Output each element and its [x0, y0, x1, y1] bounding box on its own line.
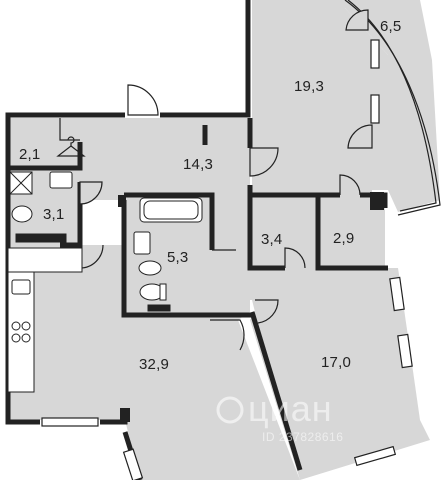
- pillar-b: [370, 192, 384, 210]
- stove-burner-4: [21, 333, 31, 343]
- watermark-id: ID 237828616: [262, 430, 344, 444]
- bathtub-inner: [143, 200, 199, 220]
- wall-bathroom-main-top: [124, 192, 215, 250]
- stove-burner-3: [11, 333, 21, 343]
- fixtures: [7, 171, 203, 393]
- stove-burner-1: [11, 321, 21, 331]
- heater-small: [15, 233, 67, 243]
- doors: [59, 9, 373, 351]
- pillars: [118, 192, 384, 422]
- area-label-bedroom: 17,0: [321, 354, 351, 371]
- toilet-small: [11, 205, 33, 223]
- window-kitchen: [41, 417, 99, 427]
- room-storage-a-floor: [252, 195, 318, 268]
- room-balcony-floor: [345, 0, 440, 212]
- bidet: [138, 260, 162, 276]
- windows: [41, 39, 413, 480]
- area-label-living-top-right: 19,3: [294, 78, 324, 95]
- door-hall-right: [249, 147, 279, 177]
- door-balcony-2: [347, 124, 373, 149]
- door-bedroom: [255, 299, 279, 324]
- door-closet: [59, 118, 80, 141]
- wall-bathroom-main: [121, 200, 205, 318]
- shower-cross-2: [9, 171, 33, 195]
- door-bathroom-small: [79, 181, 103, 205]
- area-label-storage-b: 2,9: [333, 230, 355, 247]
- toilet-main-tank: [159, 283, 167, 301]
- door-entrance: [127, 84, 159, 116]
- window-top-right-1: [370, 39, 380, 69]
- door-balcony-1: [345, 9, 369, 31]
- window-bedroom-2: [397, 333, 413, 369]
- floor-areas: [8, 0, 440, 480]
- door-storage-b: [339, 174, 361, 196]
- area-label-hall: 14,3: [183, 156, 213, 173]
- pillar-c: [120, 408, 130, 422]
- outer-wall-top-right: [160, 0, 251, 118]
- window-top-right-2: [370, 94, 380, 124]
- area-label-bathroom-small: 3,1: [43, 206, 65, 223]
- watermark-brand: циан: [248, 388, 333, 429]
- pillar-a: [118, 195, 126, 207]
- wall-hall-right-lower: [247, 185, 285, 271]
- hanger-icon: [56, 136, 86, 157]
- stove-burner-2: [21, 321, 31, 331]
- sink-main: [133, 231, 151, 255]
- door-kitchen-living: [210, 319, 245, 351]
- area-label-balcony: 6,5: [380, 18, 402, 35]
- kitchen-sink: [11, 279, 31, 295]
- window-bedroom-bottom: [353, 445, 397, 467]
- wall-storage-divider: [315, 195, 388, 271]
- wall-closet: [8, 142, 83, 171]
- area-label-closet: 2,1: [19, 146, 41, 163]
- area-label-kitchen-living: 32,9: [139, 356, 169, 373]
- cian-logo-icon: [216, 396, 244, 424]
- kitchen-counter-top: [7, 247, 83, 273]
- area-label-storage-a: 3,4: [261, 231, 283, 248]
- room-storage-b-floor: [318, 195, 385, 268]
- room-bedroom-floor: [250, 268, 430, 480]
- window-bedroom-1: [389, 276, 405, 312]
- sink-small: [49, 171, 73, 189]
- door-storage-a: [284, 247, 306, 269]
- wall-storage-top-right: [360, 192, 388, 208]
- heater-main: [147, 304, 171, 312]
- window-kitchen-bottom: [122, 448, 144, 480]
- area-label-bathroom-main: 5,3: [167, 249, 189, 266]
- wall-bedroom-diagonal: [249, 311, 303, 471]
